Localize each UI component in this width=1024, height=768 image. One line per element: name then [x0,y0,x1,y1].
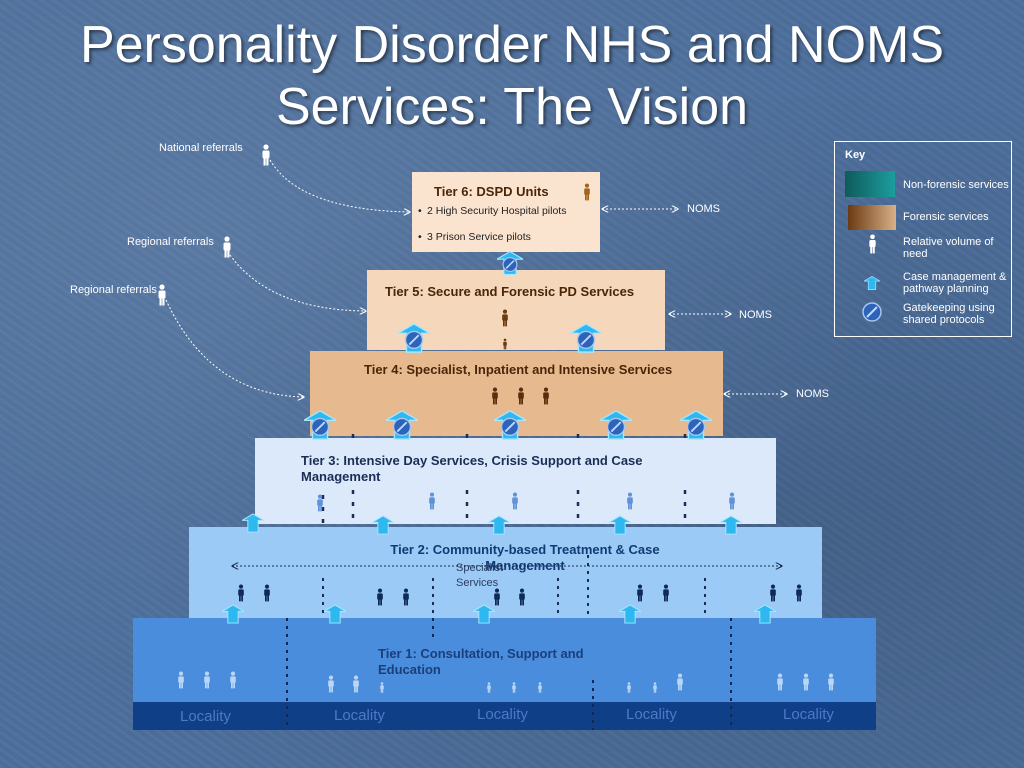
nonforensic-person-icon [651,682,659,693]
forensic-person-icon [542,387,550,405]
gate-icon [494,410,526,440]
gate-icon [304,410,336,440]
noms-label-tier-4: NOMS [796,388,829,400]
nonforensic-person-icon [662,584,670,602]
nonforensic-person-icon [636,584,644,602]
locality-label-4: Locality [626,706,677,723]
nonforensic-person-icon [802,673,810,691]
nonforensic-person-icon [536,682,544,693]
key-forensic-label: Forensic services [903,211,989,223]
tier-4-label: Tier 4: Specialist, Inpatient and Intens… [364,362,673,377]
locality-label-2: Locality [334,707,385,724]
regional-referrals-label-2: Regional referrals [70,284,157,296]
nonforensic-person-icon [316,494,324,512]
tier-5-label: Tier 5: Secure and Forensic PD Services [385,284,635,299]
nonforensic-person-icon [428,492,436,510]
tier-6-box [412,172,600,252]
gate-icon [398,323,430,353]
case-arrow-icon [720,514,742,536]
page-title: Personality Disorder NHS and NOMS Servic… [0,14,1024,138]
gate-icon [386,410,418,440]
nonforensic-person-icon [676,673,684,691]
tier-1-locality-bar [133,702,876,730]
nonforensic-person-icon [263,584,271,602]
nonforensic-person-icon [177,671,185,689]
nonforensic-person-icon [827,673,835,691]
nonforensic-person-icon [485,682,493,693]
nonforensic-person-icon [769,584,777,602]
nonforensic-person-icon [511,492,519,510]
regional-referrals-label-1: Regional referrals [127,236,214,248]
nonforensic-person-icon [378,682,386,693]
tier-6-label: Tier 6: DSPD Units [434,184,549,199]
key-nonforensic-swatch [845,171,895,197]
nonforensic-person-icon [229,671,237,689]
nonforensic-person-icon [510,682,518,693]
key-volume-label: Relative volume of need [903,236,994,260]
tier-1-dividers [286,618,732,730]
nonforensic-person-icon [376,588,384,606]
nonforensic-person-icon [493,588,501,606]
national-referral-arrow [269,159,410,212]
key-case-arrow-icon [864,272,880,294]
forensic-person-icon [517,387,525,405]
locality-label-5: Locality [783,706,834,723]
nonforensic-person-icon [728,492,736,510]
case-arrow-icon [372,514,394,536]
nonforensic-person-icon [795,584,803,602]
key-gate-icon [862,302,882,322]
nonforensic-person-icon [352,675,360,693]
forensic-person-icon [501,338,509,350]
key-gate-label: Gatekeeping using shared protocols [903,302,995,326]
national-referrals-label: National referrals [159,142,243,154]
referral-person-icon [222,234,232,260]
referral-person-icon [261,142,271,168]
title-line-1: Personality Disorder NHS and NOMS [79,16,945,74]
key-forensic-swatch [848,205,896,230]
gate-icon [497,250,523,276]
nonforensic-person-icon [776,673,784,691]
tier-3-box [255,438,776,524]
noms-label-tier-6: NOMS [687,203,720,215]
case-arrow-icon [324,603,346,625]
forensic-person-icon [583,183,591,201]
case-arrow-icon [242,512,264,534]
nonforensic-person-icon [626,492,634,510]
nonforensic-person-icon [203,671,211,689]
title-line-2: Services: The Vision [275,78,749,136]
tier-2-dividers [322,555,706,618]
locality-label-3: Locality [477,706,528,723]
tier-3-label: Tier 3: Intensive Day Services, Crisis S… [301,453,643,484]
key-title: Key [845,149,866,161]
tier-2-box [189,527,822,618]
key-legend [834,141,1012,337]
nonforensic-person-icon [402,588,410,606]
locality-label-1: Locality [180,708,231,725]
forensic-person-icon [501,309,509,327]
case-arrow-icon [473,603,495,625]
regional-referral-arrow-2 [165,299,304,397]
case-arrow-icon [619,603,641,625]
tier-1-label: Tier 1: Consultation, Support and Educat… [378,646,584,677]
regional-referral-arrow-1 [229,254,366,311]
key-person-icon [868,233,877,255]
forensic-person-icon [491,387,499,405]
nonforensic-person-icon [237,584,245,602]
noms-label-tier-5: NOMS [739,309,772,321]
gate-icon [680,410,712,440]
nonforensic-person-icon [625,682,633,693]
tier-3-dividers [321,434,687,530]
nonforensic-person-icon [518,588,526,606]
case-arrow-icon [609,514,631,536]
key-nonforensic-label: Non-forensic services [903,179,1009,191]
referral-person-icon [157,282,167,308]
key-case-label: Case management & pathway planning [903,271,1007,295]
case-arrow-icon [754,603,776,625]
case-arrow-icon [488,514,510,536]
case-arrow-icon [222,603,244,625]
nonforensic-person-icon [327,675,335,693]
gate-icon [600,410,632,440]
gate-icon [570,323,602,353]
